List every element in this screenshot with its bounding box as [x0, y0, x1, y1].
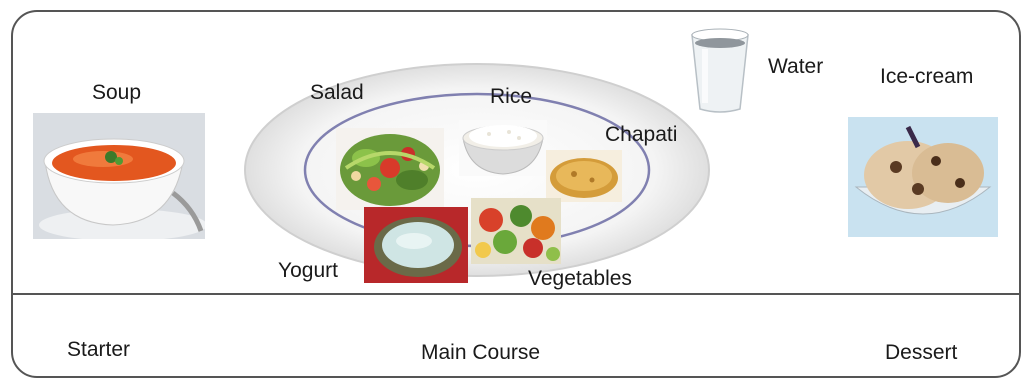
vegetables-photo [471, 198, 561, 264]
meal-frame [11, 10, 1021, 378]
vegetables-label: Vegetables [528, 267, 632, 290]
main-course-section-label: Main Course [421, 341, 541, 364]
yogurt-label: Yogurt [278, 259, 338, 282]
yogurt-photo [364, 207, 468, 283]
ice-cream-photo [848, 117, 998, 237]
soup-label: Soup [92, 81, 142, 104]
starter-section-label: Starter [67, 338, 131, 361]
salad-label: Salad [310, 81, 364, 104]
water-glass-photo [686, 25, 754, 115]
dessert-section-label: Dessert [885, 341, 958, 364]
water-label: Water [768, 55, 824, 78]
salad-photo [336, 128, 444, 210]
chapati-label: Chapati [605, 123, 678, 146]
soup-photo [33, 113, 205, 239]
rice-photo [459, 120, 547, 176]
chapati-photo [546, 150, 622, 202]
ice-cream-label: Ice-cream [880, 65, 974, 88]
rice-label: Rice [490, 85, 533, 108]
section-divider [11, 293, 1021, 295]
